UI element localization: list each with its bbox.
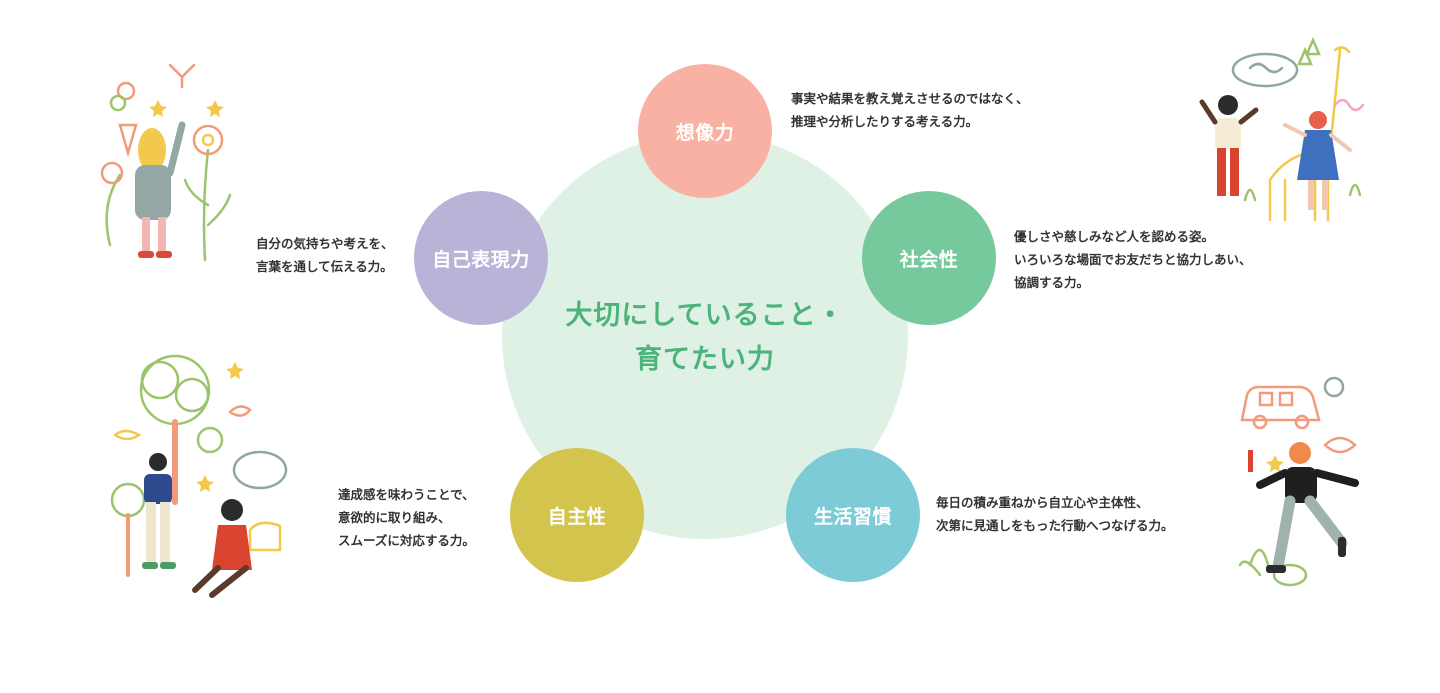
kids-drawing-tree-illustration bbox=[110, 354, 288, 598]
node-imagination-label: 想像力 bbox=[675, 121, 735, 144]
desc-autonomy-line: スムーズに対応する力。 bbox=[338, 533, 475, 548]
desc-lifestyle-habits-line: 次第に見通しをもった行動へつなげる力。 bbox=[936, 518, 1174, 533]
node-sociality-label: 社会性 bbox=[899, 248, 959, 271]
boy-jumping-car-illustration bbox=[1238, 376, 1359, 587]
center-title-line1: 大切にしていること・ bbox=[565, 300, 845, 331]
desc-imagination-line: 事実や結果を教え覚えさせるのではなく、 bbox=[791, 91, 1029, 106]
node-autonomy: 自主性 bbox=[510, 448, 644, 582]
node-lifestyle-habits: 生活習慣 bbox=[786, 448, 920, 582]
desc-lifestyle-habits-line: 毎日の積み重ねから自立心や主体性、 bbox=[936, 495, 1149, 510]
node-self-expression-label: 自己表現力 bbox=[432, 248, 530, 271]
desc-imagination: 事実や結果を教え覚えさせるのではなく、 推理や分析したりする考える力。 bbox=[791, 87, 1029, 133]
desc-self-expression: 自分の気持ちや考えを、 言葉を通して伝える力。 bbox=[256, 232, 394, 278]
desc-sociality-line: 優しさや慈しみなど人を認める姿。 bbox=[1014, 229, 1215, 244]
desc-self-expression-line: 自分の気持ちや考えを、 bbox=[256, 236, 394, 251]
node-sociality: 社会性 bbox=[862, 191, 996, 325]
node-imagination: 想像力 bbox=[638, 64, 772, 198]
desc-sociality: 優しさや慈しみなど人を認める姿。 いろいろな場面でお友だちと協力しあい、 協調す… bbox=[1014, 225, 1252, 294]
center-title: 大切にしていること・ 育てたい力 bbox=[540, 294, 870, 382]
desc-sociality-line: 協調する力。 bbox=[1014, 275, 1090, 290]
desc-self-expression-line: 言葉を通して伝える力。 bbox=[256, 259, 393, 274]
desc-sociality-line: いろいろな場面でお友だちと協力しあい、 bbox=[1014, 252, 1252, 267]
desc-lifestyle-habits: 毎日の積み重ねから自立心や主体性、 次第に見通しをもった行動へつなげる力。 bbox=[936, 491, 1174, 537]
node-self-expression: 自己表現力 bbox=[414, 191, 548, 325]
node-autonomy-label: 自主性 bbox=[547, 505, 607, 528]
desc-imagination-line: 推理や分析したりする考える力。 bbox=[791, 114, 979, 129]
girl-drawing-flowers-illustration bbox=[100, 63, 232, 262]
desc-autonomy-line: 意欲的に取り組み、 bbox=[338, 510, 451, 525]
center-title-line2: 育てたい力 bbox=[635, 344, 775, 375]
node-lifestyle-habits-label: 生活習慣 bbox=[813, 505, 892, 528]
desc-autonomy-line: 達成感を味わうことで、 bbox=[338, 487, 475, 502]
kids-painting-giraffe-illustration bbox=[1199, 36, 1365, 222]
desc-autonomy: 達成感を味わうことで、 意欲的に取り組み、 スムーズに対応する力。 bbox=[338, 483, 475, 552]
